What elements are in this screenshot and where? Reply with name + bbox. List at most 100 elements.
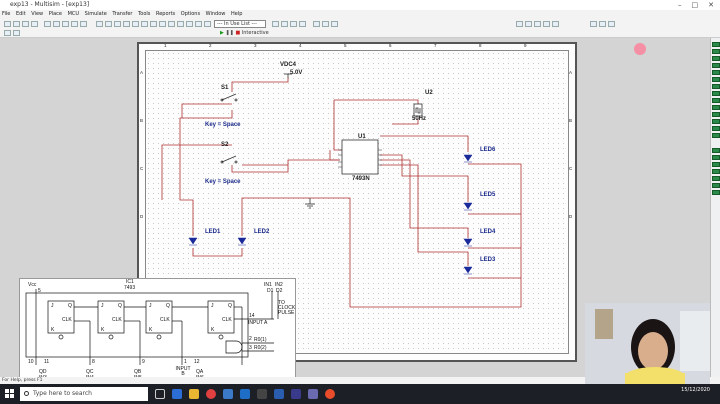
panel-icon[interactable] xyxy=(608,21,615,27)
taskbar-search-box[interactable]: Type here to search xyxy=(20,387,148,401)
led4-symbol xyxy=(463,238,473,246)
pin14-label: 14 xyxy=(249,313,255,319)
search-component-icon[interactable] xyxy=(313,21,320,27)
transistor-icon[interactable] xyxy=(132,21,139,27)
misc-digital-icon[interactable] xyxy=(168,21,175,27)
menu-simulate[interactable]: Simulate xyxy=(84,11,107,17)
stop-simulation-icon[interactable]: ■ xyxy=(235,30,241,36)
col-tick-8: 8 xyxy=(479,43,482,48)
row-tick-a: A xyxy=(140,70,144,75)
postprocessor-icon[interactable] xyxy=(290,21,297,27)
grapher-icon[interactable] xyxy=(281,21,288,27)
analog-icon[interactable] xyxy=(141,21,148,27)
chrome-icon[interactable] xyxy=(206,389,216,399)
r02-label: R0(2) xyxy=(254,345,267,351)
new-file-icon[interactable] xyxy=(4,21,11,27)
file-explorer-icon[interactable] xyxy=(189,389,199,399)
word-icon[interactable] xyxy=(274,389,284,399)
menu-tools[interactable]: Tools xyxy=(138,11,151,17)
menu-place[interactable]: Place xyxy=(48,11,63,17)
zoom-out-icon[interactable] xyxy=(525,21,532,27)
fullscreen-icon[interactable] xyxy=(552,21,559,27)
basic-icon[interactable] xyxy=(114,21,121,27)
source-icon[interactable] xyxy=(105,21,112,27)
power-icon[interactable] xyxy=(186,21,193,27)
pause-simulation-icon[interactable]: ❚❚ xyxy=(225,30,234,36)
col-tick-3: 3 xyxy=(254,43,257,48)
component-place-icon[interactable] xyxy=(96,21,103,27)
select-icon[interactable] xyxy=(4,30,11,36)
menu-help[interactable]: Help xyxy=(230,11,243,17)
print-icon[interactable] xyxy=(31,21,38,27)
col-tick-7: 7 xyxy=(434,43,437,48)
view-icon[interactable] xyxy=(590,21,597,27)
ttl-icon[interactable] xyxy=(150,21,157,27)
menu-options[interactable]: Options xyxy=(180,11,201,17)
menu-reports[interactable]: Reports xyxy=(155,11,176,17)
ic1-part-label: 7493 xyxy=(124,285,136,291)
vdc4-value: 5.0V xyxy=(290,70,303,76)
close-button[interactable]: ✕ xyxy=(708,1,714,9)
help-icon[interactable] xyxy=(272,21,279,27)
store-icon[interactable] xyxy=(240,389,250,399)
copy-icon[interactable] xyxy=(53,21,60,27)
mail-icon[interactable] xyxy=(223,389,233,399)
task-view-icon[interactable] xyxy=(155,389,165,399)
menu-file[interactable]: File xyxy=(2,11,11,17)
ground-symbol xyxy=(305,198,315,209)
led3-label: LED3 xyxy=(480,257,496,263)
open-file-icon[interactable] xyxy=(13,21,20,27)
in-use-list-dropdown[interactable]: --- In Use List --- xyxy=(214,20,266,28)
minimize-button[interactable]: – xyxy=(678,1,682,9)
diode-icon[interactable] xyxy=(123,21,130,27)
run-simulation-icon[interactable]: ▶ xyxy=(220,30,224,36)
misc-icon[interactable] xyxy=(195,21,202,27)
wire-vdc-s1 xyxy=(231,78,289,92)
zoom-area-icon[interactable] xyxy=(534,21,541,27)
input-b-label: INPUT B xyxy=(175,366,191,377)
edge-icon[interactable] xyxy=(172,389,182,399)
menu-mcu[interactable]: MCU xyxy=(67,11,80,17)
s2-key-label: Key = Space xyxy=(205,179,241,185)
teams-icon[interactable] xyxy=(291,389,301,399)
redo-icon[interactable] xyxy=(80,21,87,27)
bom-icon[interactable] xyxy=(299,21,306,27)
windows-start-icon[interactable] xyxy=(5,389,15,399)
wire-led3 xyxy=(380,164,469,266)
multisim-taskbar-icon[interactable] xyxy=(308,389,318,399)
zoom-fit-icon[interactable] xyxy=(543,21,550,27)
status-bar: For Help, press F1 xyxy=(0,377,720,384)
simulation-toolbar: ▶ ❚❚ ■ Interactive xyxy=(0,29,720,38)
grid-icon[interactable] xyxy=(599,21,606,27)
media-icon[interactable] xyxy=(257,389,267,399)
wire-icon[interactable] xyxy=(13,30,20,36)
led5-label: LED5 xyxy=(480,192,496,198)
vcc-pin-label: 5 xyxy=(38,288,41,294)
zoom-in-icon[interactable] xyxy=(516,21,523,27)
u1-part-label: 7493N xyxy=(352,176,370,182)
menu-edit[interactable]: Edit xyxy=(15,11,26,17)
menu-window[interactable]: Window xyxy=(205,11,226,17)
recorder-icon[interactable] xyxy=(325,389,335,399)
maximize-button[interactable]: □ xyxy=(691,1,699,9)
spreadsheet-icon[interactable] xyxy=(322,21,329,27)
wire-led-bottom xyxy=(192,248,243,257)
save-icon[interactable] xyxy=(22,21,29,27)
cmos-icon[interactable] xyxy=(159,21,166,27)
paste-icon[interactable] xyxy=(62,21,69,27)
col-tick-2: 2 xyxy=(209,43,212,48)
input-a-label: INPUT A xyxy=(248,320,268,326)
interactive-mode-label[interactable]: Interactive xyxy=(241,30,269,36)
undo-icon[interactable] xyxy=(71,21,78,27)
col-tick-6: 6 xyxy=(389,43,392,48)
menu-bar: File Edit View Place MCU Simulate Transf… xyxy=(0,10,720,19)
connector-icon[interactable] xyxy=(204,21,211,27)
led6-label: LED6 xyxy=(480,147,496,153)
indicator-icon[interactable] xyxy=(177,21,184,27)
menu-transfer[interactable]: Transfer xyxy=(112,11,133,17)
cut-icon[interactable] xyxy=(44,21,51,27)
system-clock[interactable]: 15/12/2020 xyxy=(681,386,710,394)
menu-view[interactable]: View xyxy=(31,11,44,17)
database-icon[interactable] xyxy=(331,21,338,27)
